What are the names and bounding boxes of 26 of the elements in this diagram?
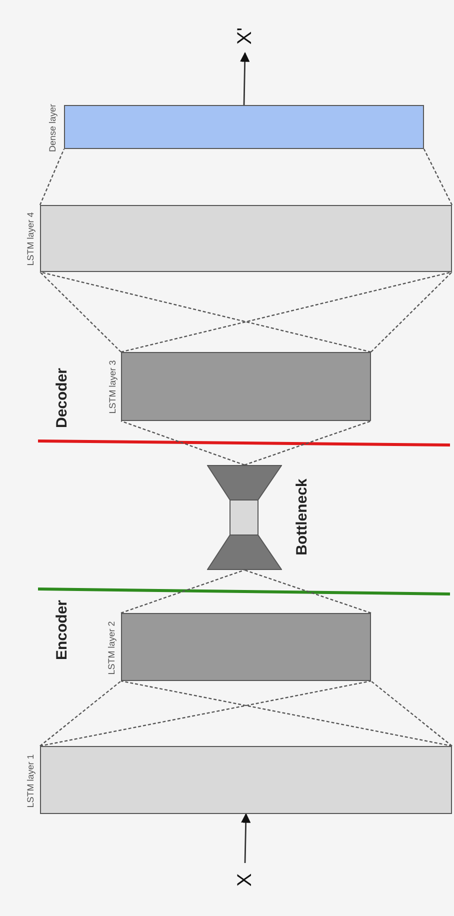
section-label: Bottleneck (294, 478, 310, 556)
dashed-connector (244, 420, 372, 466)
layer-label: LSTM layer 2 (108, 621, 116, 675)
arrow (240, 813, 251, 864)
layer-label: LSTM layer 3 (108, 360, 118, 414)
dashed-connector (40, 271, 372, 353)
dashed-connector (40, 680, 122, 746)
dashed-connector (120, 680, 452, 747)
section-label: Encoder (54, 600, 70, 660)
arrow (240, 52, 250, 106)
dashed-connector (423, 148, 453, 206)
dashed-connector (244, 569, 372, 614)
dashed-connector (120, 420, 245, 466)
section-label: Decoder (54, 368, 70, 428)
dashed-connector (370, 680, 452, 746)
dashed-connector (39, 148, 65, 206)
dashed-connector (120, 569, 245, 614)
layer-label: LSTM layer 4 (26, 212, 36, 266)
layer-label: LSTM layer 1 (26, 754, 36, 808)
signal-symbol: X' (235, 27, 255, 45)
dashed-connector (370, 272, 452, 352)
layer-label: Dense layer (48, 104, 58, 152)
signal-symbol: X (235, 873, 255, 887)
dashed-connector (40, 680, 372, 747)
dashed-connector (40, 272, 122, 352)
dashed-connector (120, 271, 452, 353)
